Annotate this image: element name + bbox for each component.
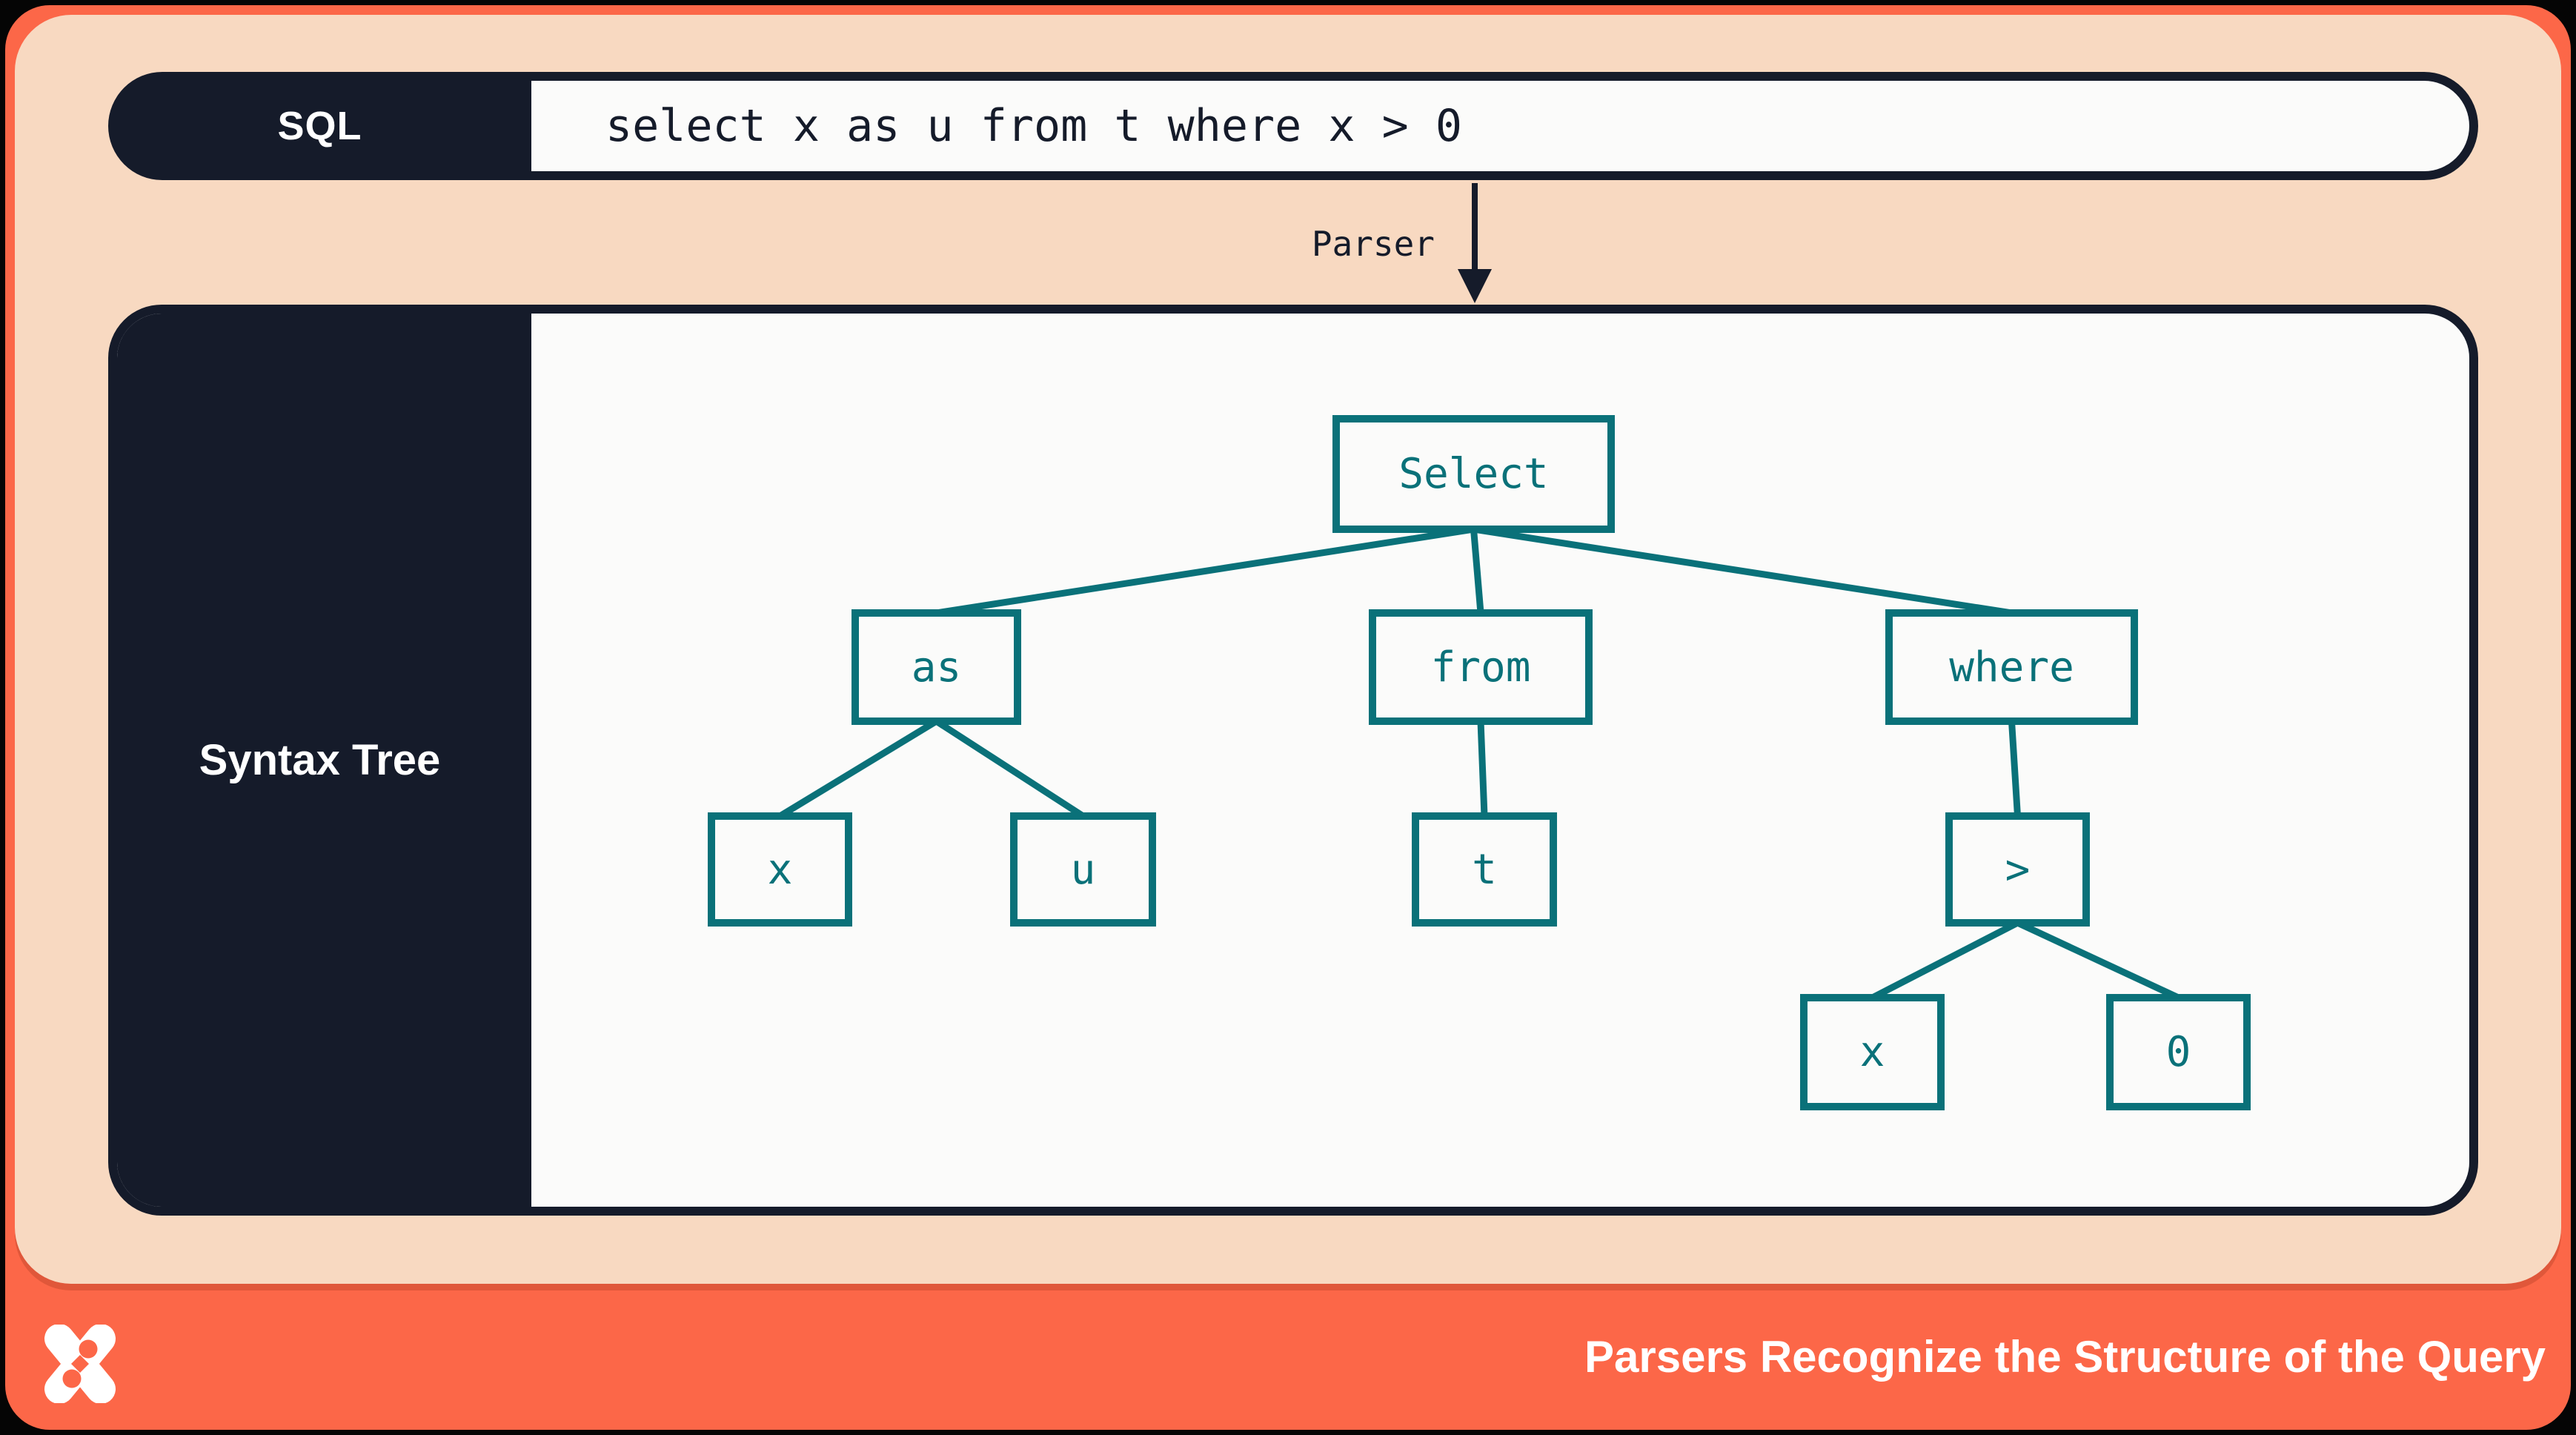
syntax-tree-box: Syntax Tree — [108, 305, 2478, 1216]
footer-title: Parsers Recognize the Structure of the Q… — [1584, 1332, 2546, 1382]
syntax-tree-label: Syntax Tree — [199, 736, 441, 784]
parser-label: Parser — [1311, 224, 1435, 264]
parser-arrow-head-icon — [1458, 269, 1492, 303]
dolt-logo — [44, 1325, 116, 1403]
sql-query-zone: select x as u from t where x > 0 — [531, 81, 2469, 171]
sql-bar-label-zone: SQL — [108, 72, 531, 180]
parser-arrow-shaft — [1472, 183, 1478, 274]
syntax-tree-side-panel: Syntax Tree — [117, 314, 531, 1207]
sql-query-text: select x as u from t where x > 0 — [605, 100, 1462, 152]
sql-bar: SQL select x as u from t where x > 0 — [108, 72, 2478, 180]
sql-bar-label: SQL — [277, 104, 362, 148]
